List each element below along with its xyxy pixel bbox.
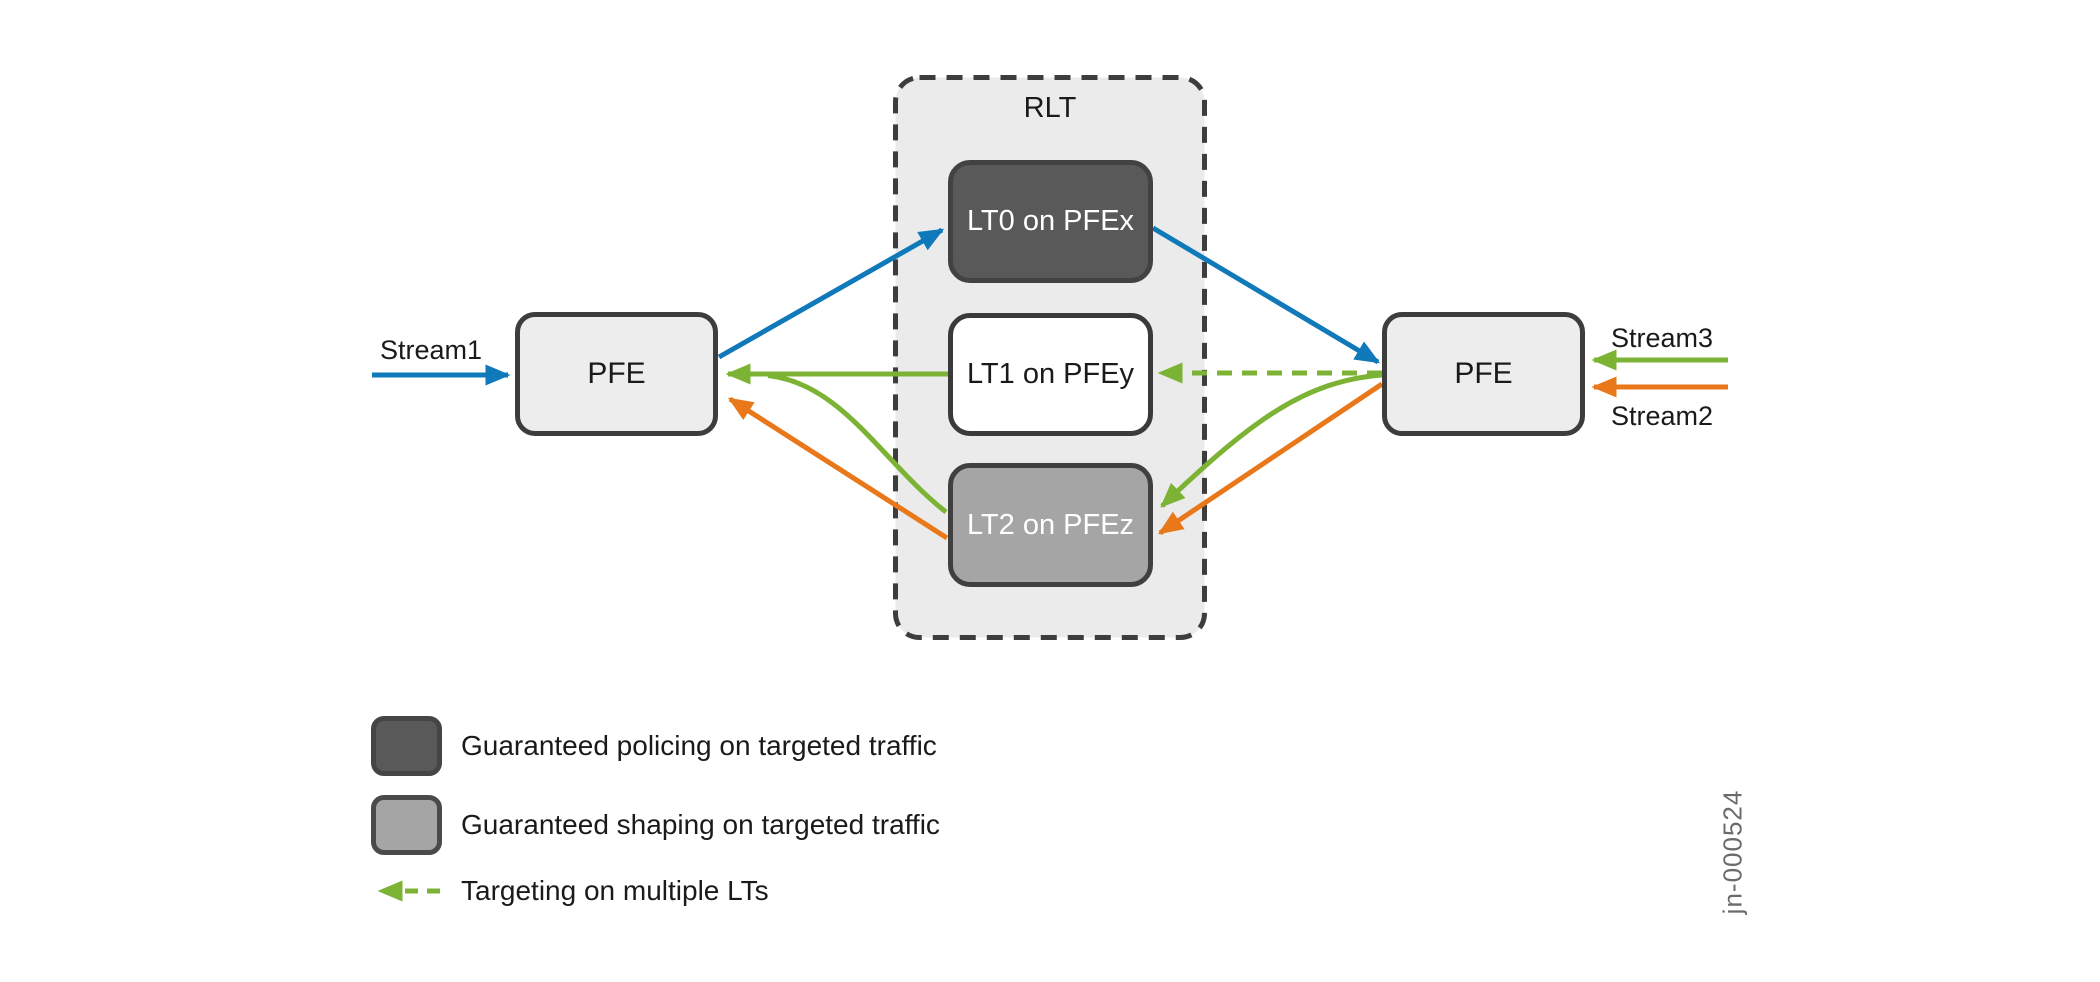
node-lt2-label: LT2 on PFEz [966, 508, 1135, 541]
legend-swatch-shaping [371, 795, 442, 855]
stream1-label: Stream1 [380, 335, 483, 365]
edge-lt2-to-pfe-left-orange [727, 396, 949, 541]
pfe-left-label: PFE [587, 357, 646, 390]
edge-lt0-to-pfe-right [1151, 225, 1381, 365]
node-lt1-on-pfey: LT1 on PFEy [948, 313, 1153, 436]
figure-id: jn-000524 [1717, 789, 1748, 915]
rlt-title: RLT [1023, 92, 1077, 124]
edge-pfe-left-to-lt0 [717, 227, 945, 360]
node-lt1-label: LT1 on PFEy [966, 358, 1135, 390]
node-lt0-on-pfex: LT0 on PFEx [948, 160, 1153, 283]
node-lt0-label: LT0 on PFEx [966, 205, 1135, 237]
legend-label-policing: Guaranteed policing on targeted traffic [461, 730, 937, 761]
edge-lt2-to-pfe-left [767, 373, 948, 514]
node-pfe-left: PFE [515, 312, 718, 436]
stream2-label: Stream2 [1611, 401, 1714, 431]
node-lt2-on-pfez: LT2 on PFEz [948, 463, 1153, 587]
node-pfe-right: PFE [1382, 312, 1585, 436]
pfe-right-label: PFE [1454, 357, 1513, 390]
edge-pfe-right-to-lt2 [1160, 372, 1383, 508]
legend-label-shaping: Guaranteed shaping on targeted traffic [461, 809, 940, 840]
edge-pfe-right-to-lt2-orange [1157, 381, 1384, 536]
legend-label-targeting: Targeting on multiple LTs [461, 875, 769, 906]
legend-swatch-policing [371, 716, 442, 776]
stream3-label: Stream3 [1611, 323, 1714, 353]
